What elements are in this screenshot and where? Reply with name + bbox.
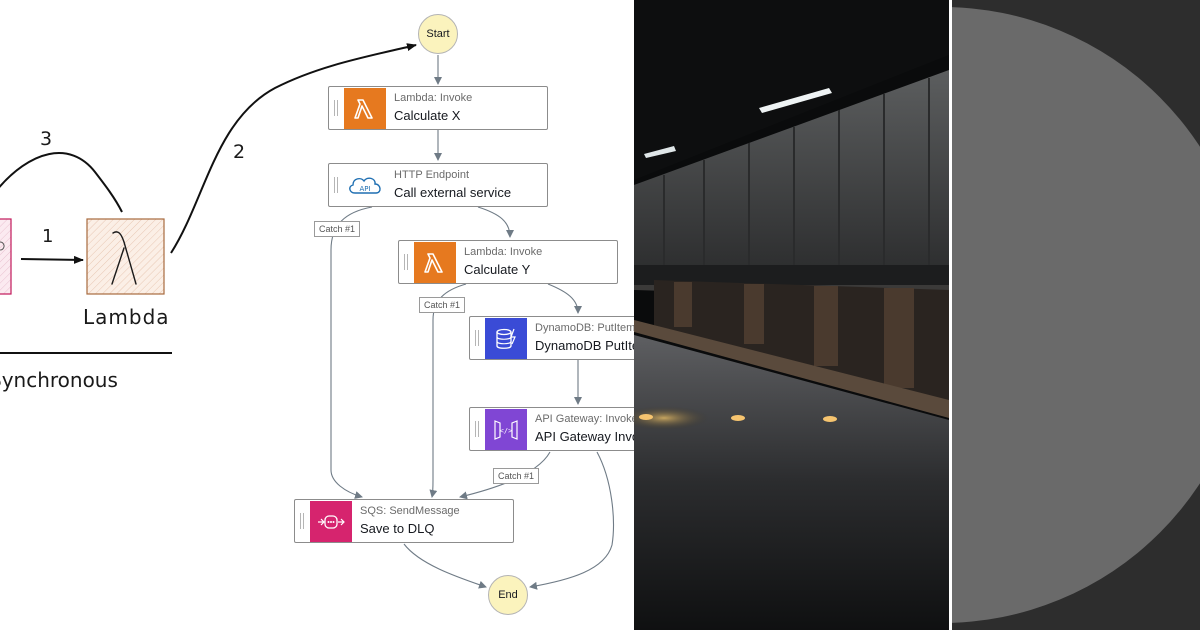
step-name: Calculate Y bbox=[464, 262, 531, 277]
step-type: SQS: SendMessage bbox=[360, 505, 460, 517]
drag-handle[interactable] bbox=[334, 177, 338, 193]
diagram-connectors bbox=[0, 43, 614, 590]
step-call-external-service[interactable]: API HTTP Endpoint Call external service bbox=[328, 163, 548, 207]
catch-label[interactable]: Catch #1 bbox=[419, 297, 466, 313]
step-type: Lambda: Invoke bbox=[394, 92, 473, 104]
step-api-gateway-invoke[interactable]: </> API Gateway: Invoke API Gateway Invo… bbox=[469, 407, 634, 451]
step-calculate-x[interactable]: Lambda: Invoke Calculate X bbox=[328, 86, 548, 130]
drag-handle[interactable] bbox=[404, 254, 408, 270]
lambda-sketch-glyph bbox=[111, 231, 137, 285]
cloud-api-icon: API bbox=[344, 165, 386, 206]
client-box bbox=[0, 218, 12, 295]
catch-label[interactable]: Catch #1 bbox=[314, 221, 361, 237]
tunnel-photo-art bbox=[634, 0, 949, 630]
arrow-3-arc bbox=[0, 152, 123, 213]
step-type: DynamoDB: PutItem bbox=[535, 322, 634, 334]
circle-graphic-panel bbox=[952, 0, 1200, 630]
step-name: API Gateway Invoke bbox=[535, 429, 634, 444]
client-glyph bbox=[0, 241, 5, 251]
svg-text:API: API bbox=[359, 185, 370, 193]
drag-handle[interactable] bbox=[475, 421, 479, 437]
svg-text:</>: </> bbox=[500, 427, 513, 435]
step-type: API Gateway: Invoke bbox=[535, 413, 634, 425]
step-name: DynamoDB PutItem bbox=[535, 338, 634, 353]
arrow-label-1: 1 bbox=[42, 226, 54, 247]
arrow-1 bbox=[20, 255, 84, 264]
lambda-label: Lambda bbox=[83, 305, 170, 329]
diagram-panel: 3 2 1 Lambda Synchronous Start End Lambd… bbox=[0, 14, 634, 615]
api-gateway-icon: </> bbox=[485, 409, 527, 450]
drag-handle[interactable] bbox=[475, 330, 479, 346]
step-calculate-y[interactable]: Lambda: Invoke Calculate Y bbox=[398, 240, 618, 284]
dynamodb-icon bbox=[485, 318, 527, 359]
drag-handle[interactable] bbox=[300, 513, 304, 529]
arrow-label-2: 2 bbox=[233, 141, 246, 163]
drag-handle[interactable] bbox=[334, 100, 338, 116]
synchronous-label: Synchronous bbox=[0, 368, 118, 392]
arrow-2-curve bbox=[170, 43, 417, 254]
step-name: Call external service bbox=[394, 185, 512, 200]
end-node[interactable]: End bbox=[488, 575, 528, 615]
start-node[interactable]: Start bbox=[418, 14, 458, 54]
sqs-icon bbox=[310, 501, 352, 542]
step-dynamodb-putitem[interactable]: DynamoDB: PutItem DynamoDB PutItem bbox=[469, 316, 634, 360]
step-type: Lambda: Invoke bbox=[464, 246, 543, 258]
large-circle-graphic bbox=[952, 0, 1200, 630]
lambda-icon bbox=[414, 242, 456, 283]
step-type: HTTP Endpoint bbox=[394, 169, 470, 181]
step-name: Calculate X bbox=[394, 108, 461, 123]
arrow-label-3: 3 bbox=[40, 128, 53, 150]
step-name: Save to DLQ bbox=[360, 521, 435, 536]
lambda-icon bbox=[344, 88, 386, 129]
lambda-box bbox=[86, 218, 165, 295]
catch-label[interactable]: Catch #1 bbox=[493, 468, 540, 484]
tunnel-photo bbox=[634, 0, 949, 630]
step-save-to-dlq[interactable]: SQS: SendMessage Save to DLQ bbox=[294, 499, 514, 543]
